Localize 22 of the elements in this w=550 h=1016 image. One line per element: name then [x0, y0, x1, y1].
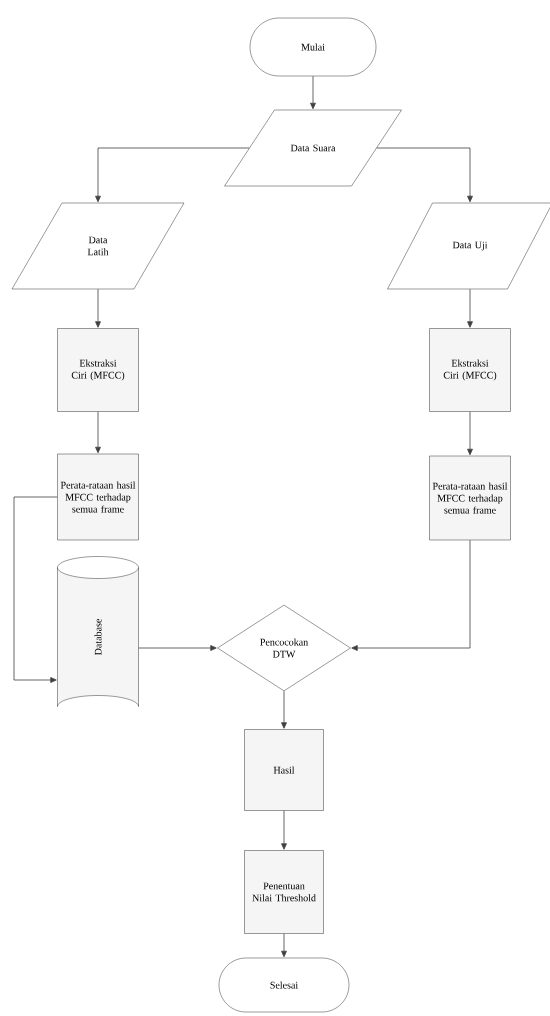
arrow [281, 690, 287, 729]
data-parallelogram: Data Suara [224, 109, 402, 187]
process-box: Perata-rataan hasil MFCC terhadap semua frame [57, 453, 139, 541]
arrow [376, 147, 473, 203]
process-box: Ekstraksi Ciri (MFCC) [57, 328, 139, 412]
arrow [281, 810, 287, 850]
arrow [467, 411, 473, 456]
arrow [281, 933, 287, 958]
arrow [310, 75, 316, 110]
arrow [467, 288, 473, 328]
arrow [95, 411, 101, 454]
arrow [13, 496, 58, 683]
data-parallelogram: Data Latih [11, 202, 185, 290]
arrow [138, 645, 217, 651]
process-box: Ekstraksi Ciri (MFCC) [429, 328, 511, 412]
arrow [95, 147, 250, 203]
data-parallelogram: Data Uji [387, 202, 550, 290]
arrow [95, 288, 101, 328]
process-box: Hasil [244, 729, 324, 811]
process-box: Penentuan Nilai Threshold [244, 850, 324, 934]
process-box: Perata-rataan hasil MFCC terhadap semua frame [429, 455, 511, 541]
arrow [351, 539, 471, 651]
